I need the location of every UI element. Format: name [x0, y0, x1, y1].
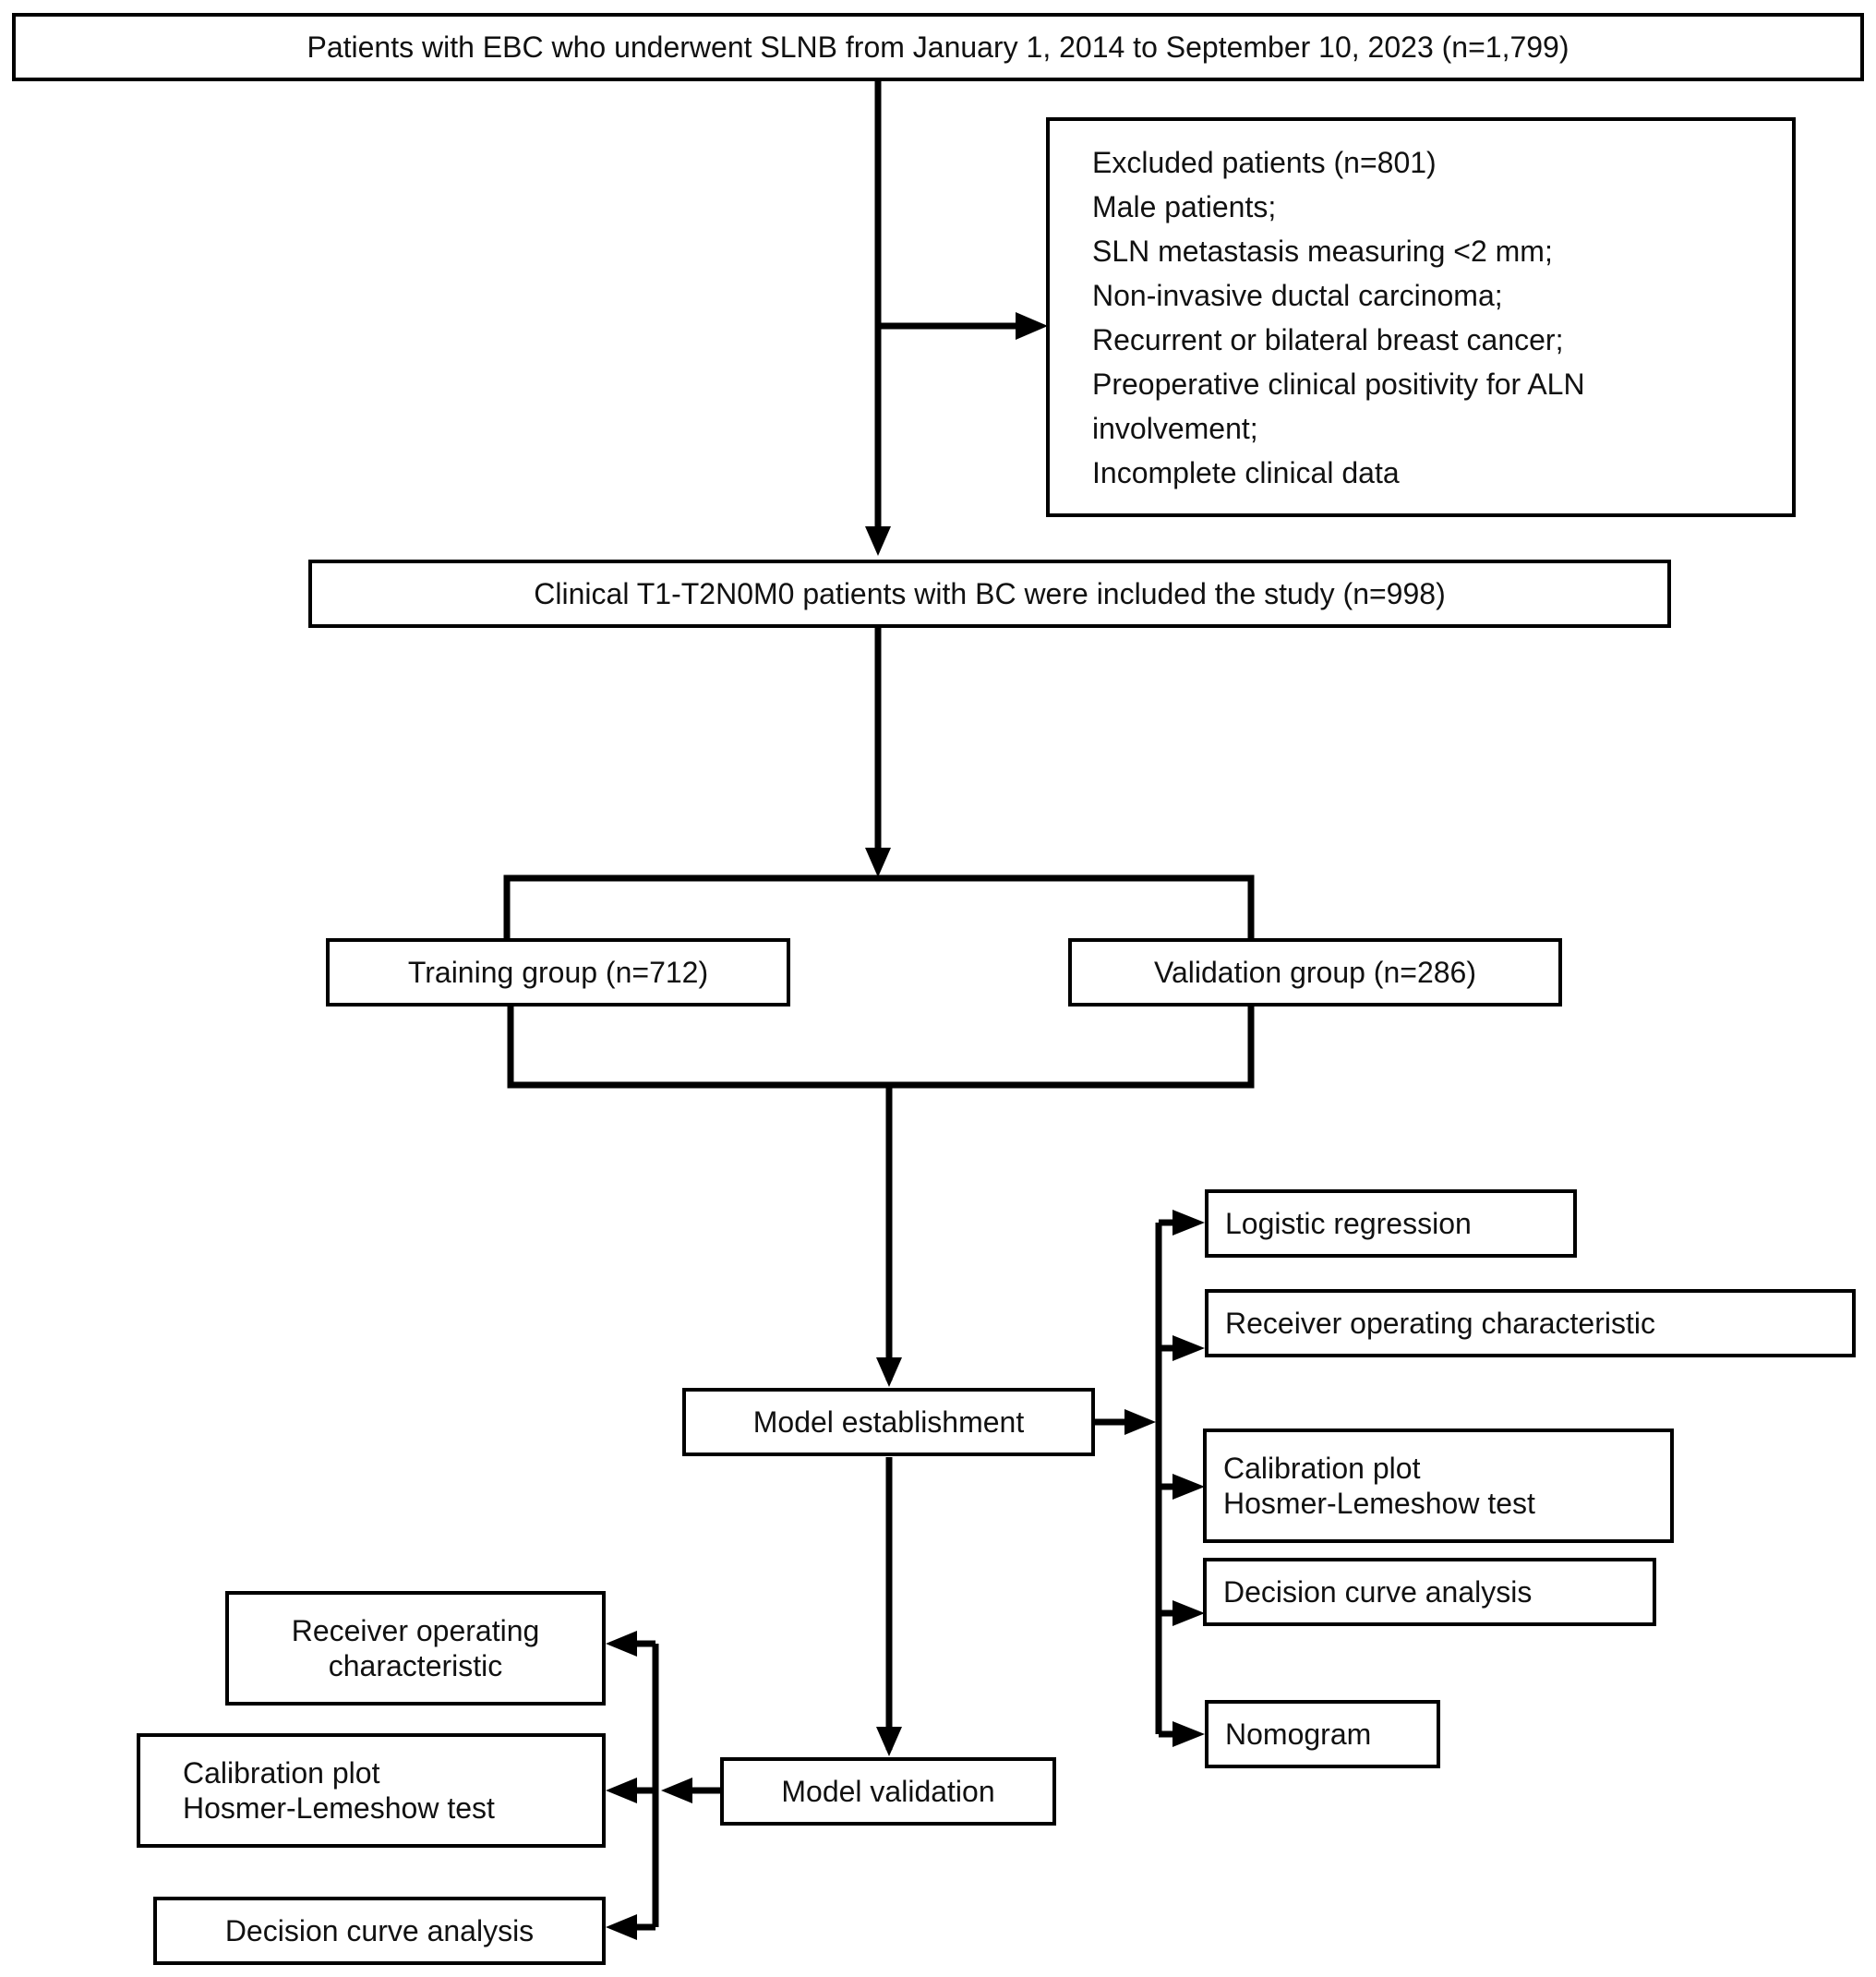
arrowhead — [1172, 1721, 1205, 1747]
arrowhead — [1172, 1210, 1205, 1236]
calibration-validation-box: Calibration plot Hosmer-Lemeshow test — [137, 1733, 606, 1848]
logistic-regression-box: Logistic regression — [1205, 1189, 1577, 1258]
split-bracket-top — [503, 874, 1255, 942]
calibration-plot-label: Calibration plot — [183, 1755, 380, 1790]
included-population-box: Clinical T1-T2N0M0 patients with BC were… — [308, 560, 1671, 628]
arrowhead — [876, 1727, 902, 1756]
nomogram-box: Nomogram — [1205, 1700, 1440, 1768]
arrowhead — [1124, 1409, 1156, 1435]
exclusion-item: Recurrent or bilateral breast cancer; — [1092, 322, 1564, 356]
roc-label-line1: Receiver operating — [291, 1613, 540, 1647]
training-group-box: Training group (n=712) — [326, 938, 790, 1007]
exclusion-item: SLN metastasis measuring <2 mm; — [1092, 234, 1553, 268]
roc-label-line2: characteristic — [328, 1649, 503, 1682]
arrowhead — [1172, 1474, 1205, 1500]
arrowhead — [865, 848, 891, 877]
dca-establishment-box: Decision curve analysis — [1203, 1558, 1656, 1626]
merge-bracket-bottom — [507, 1004, 1255, 1089]
arrowhead — [606, 1778, 637, 1803]
model-validation-box: Model validation — [720, 1757, 1056, 1826]
exclusion-criteria-box: Excluded patients (n=801) Male patients;… — [1046, 117, 1796, 517]
arrowhead — [606, 1914, 637, 1940]
dca-validation-box: Decision curve analysis — [153, 1897, 606, 1965]
excluded-count: Excluded patients (n=801) — [1092, 145, 1437, 179]
exclusion-item: Preoperative clinical positivity for ALN — [1092, 367, 1585, 401]
hosmer-lemeshow-label: Hosmer-Lemeshow test — [1223, 1487, 1535, 1520]
arrowhead — [606, 1631, 637, 1657]
roc-establishment-box: Receiver operating characteristic — [1205, 1289, 1856, 1357]
exclusion-item: Male patients; — [1092, 189, 1277, 223]
arrowhead — [1016, 312, 1048, 340]
arrowhead — [865, 526, 891, 556]
source-population-box: Patients with EBC who underwent SLNB fro… — [12, 13, 1864, 81]
validation-group-box: Validation group (n=286) — [1068, 938, 1562, 1007]
hosmer-lemeshow-label: Hosmer-Lemeshow test — [183, 1791, 495, 1825]
calibration-establishment-box: Calibration plot Hosmer-Lemeshow test — [1203, 1429, 1674, 1543]
arrowhead — [1172, 1335, 1205, 1361]
exclusion-item: Non-invasive ductal carcinoma; — [1092, 278, 1503, 312]
exclusion-item: involvement; — [1092, 411, 1258, 445]
arrowhead — [1172, 1600, 1205, 1626]
model-establishment-box: Model establishment — [682, 1388, 1095, 1456]
calibration-plot-label: Calibration plot — [1223, 1451, 1421, 1485]
arrowhead — [661, 1778, 692, 1803]
arrowhead — [876, 1357, 902, 1387]
exclusion-item: Incomplete clinical data — [1092, 455, 1400, 489]
roc-validation-box: Receiver operating characteristic — [225, 1591, 606, 1706]
